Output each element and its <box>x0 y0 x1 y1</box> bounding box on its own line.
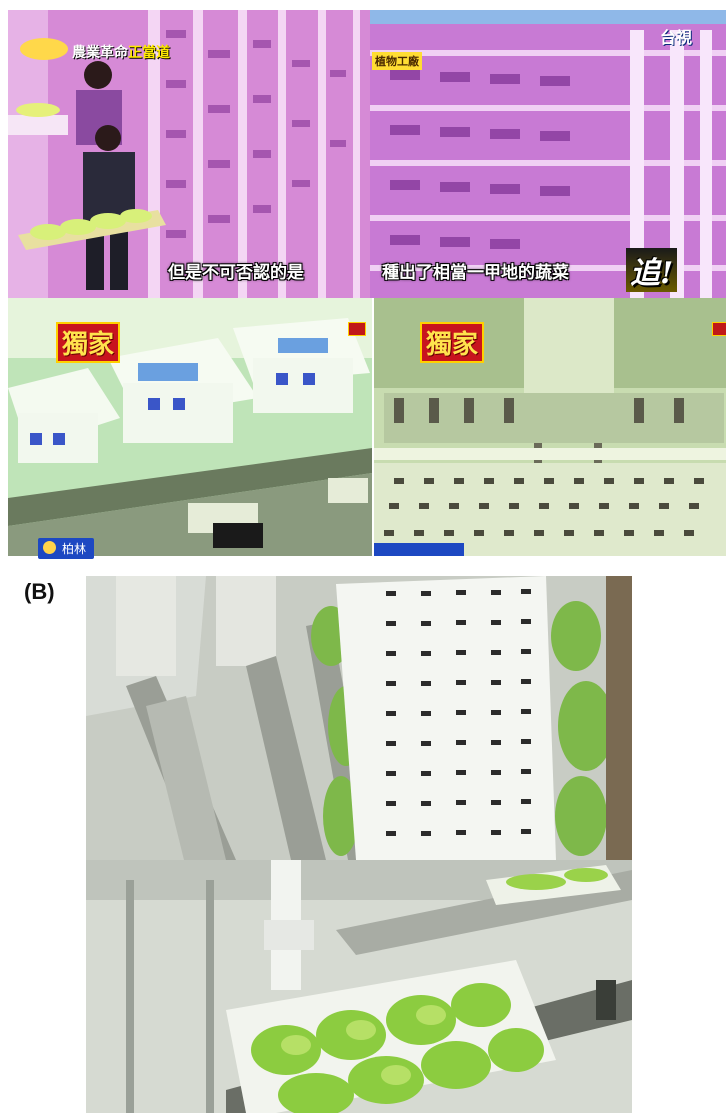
corner-logo-chase: 追! <box>626 248 678 292</box>
show-logo: 農業革命正當道 <box>72 42 170 62</box>
photo-b-vertical-panel <box>86 576 632 860</box>
location-tag-label: 柏林 <box>62 542 87 556</box>
show-logo-prefix: 農業革命 <box>72 45 128 61</box>
exclusive-tag-mid-right: 獨家 <box>420 322 485 363</box>
location-tag: 柏林 <box>38 538 95 559</box>
caption-top-left: 但是不可否認的是 <box>168 263 304 283</box>
panel-label-b: (B) <box>24 579 55 604</box>
show-logo-badge <box>20 38 68 60</box>
channel-logo: 台視 <box>660 28 693 47</box>
photo-top-right-racks <box>370 10 726 298</box>
photo-top-left-grow-room <box>8 10 370 298</box>
small-tag-plant-factory: 植物工廠 <box>372 52 422 70</box>
show-logo-highlight: 正當道 <box>128 45 170 61</box>
caption-top-right: 種出了相當一甲地的蔬菜 <box>382 263 569 283</box>
photo-b-lettuce-conveyor <box>86 860 632 1113</box>
location-dot-icon <box>43 541 56 554</box>
corner-badge-mid-right <box>712 322 726 336</box>
corner-badge-mid-left <box>348 322 366 336</box>
exclusive-tag-mid-left: 獨家 <box>56 322 121 363</box>
